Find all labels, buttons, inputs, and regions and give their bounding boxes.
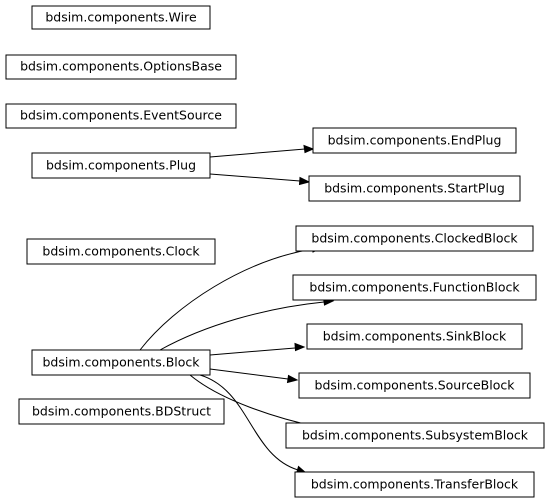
- node-subsystem-block[interactable]: bdsim.components.SubsystemBlock: [285, 422, 545, 449]
- node-source-block-label: bdsim.components.SourceBlock: [315, 378, 516, 393]
- node-transfer-block-label: bdsim.components.TransferBlock: [311, 477, 519, 492]
- node-event-source[interactable]: bdsim.components.EventSource: [5, 103, 237, 129]
- node-source-block[interactable]: bdsim.components.SourceBlock: [298, 372, 531, 399]
- node-wire[interactable]: bdsim.components.Wire: [31, 5, 211, 30]
- node-block[interactable]: bdsim.components.Block: [31, 349, 211, 376]
- edge-block-to-source-block: [209, 368, 299, 384]
- edge-block-to-sink-block: [209, 342, 306, 356]
- node-plug-label: bdsim.components.Plug: [46, 158, 196, 173]
- node-event-source-label: bdsim.components.EventSource: [20, 108, 222, 123]
- node-plug[interactable]: bdsim.components.Plug: [31, 152, 211, 179]
- node-options-base-label: bdsim.components.OptionsBase: [20, 59, 222, 74]
- node-clock-label: bdsim.components.Clock: [42, 244, 200, 259]
- node-start-plug-label: bdsim.components.StartPlug: [324, 181, 505, 196]
- node-block-label: bdsim.components.Block: [42, 355, 200, 370]
- node-bd-struct-label: bdsim.components.BDStruct: [32, 404, 211, 419]
- node-clock[interactable]: bdsim.components.Clock: [26, 238, 216, 265]
- node-options-base[interactable]: bdsim.components.OptionsBase: [5, 54, 237, 80]
- node-wire-label: bdsim.components.Wire: [45, 10, 197, 25]
- node-transfer-block[interactable]: bdsim.components.TransferBlock: [294, 471, 535, 498]
- edge-plug-to-start-plug: [209, 173, 311, 186]
- node-sink-block[interactable]: bdsim.components.SinkBlock: [306, 323, 523, 350]
- edge-plug-to-end-plug: [209, 144, 315, 158]
- node-bd-struct[interactable]: bdsim.components.BDStruct: [18, 398, 225, 425]
- node-start-plug[interactable]: bdsim.components.StartPlug: [308, 175, 521, 202]
- node-function-block[interactable]: bdsim.components.FunctionBlock: [292, 274, 537, 301]
- node-function-block-label: bdsim.components.FunctionBlock: [309, 280, 520, 295]
- node-clocked-block-label: bdsim.components.ClockedBlock: [311, 231, 518, 246]
- node-end-plug-label: bdsim.components.EndPlug: [328, 133, 502, 148]
- node-sink-block-label: bdsim.components.SinkBlock: [323, 329, 507, 344]
- node-subsystem-block-label: bdsim.components.SubsystemBlock: [302, 428, 529, 443]
- node-clocked-block[interactable]: bdsim.components.ClockedBlock: [295, 225, 534, 252]
- node-end-plug[interactable]: bdsim.components.EndPlug: [312, 127, 517, 154]
